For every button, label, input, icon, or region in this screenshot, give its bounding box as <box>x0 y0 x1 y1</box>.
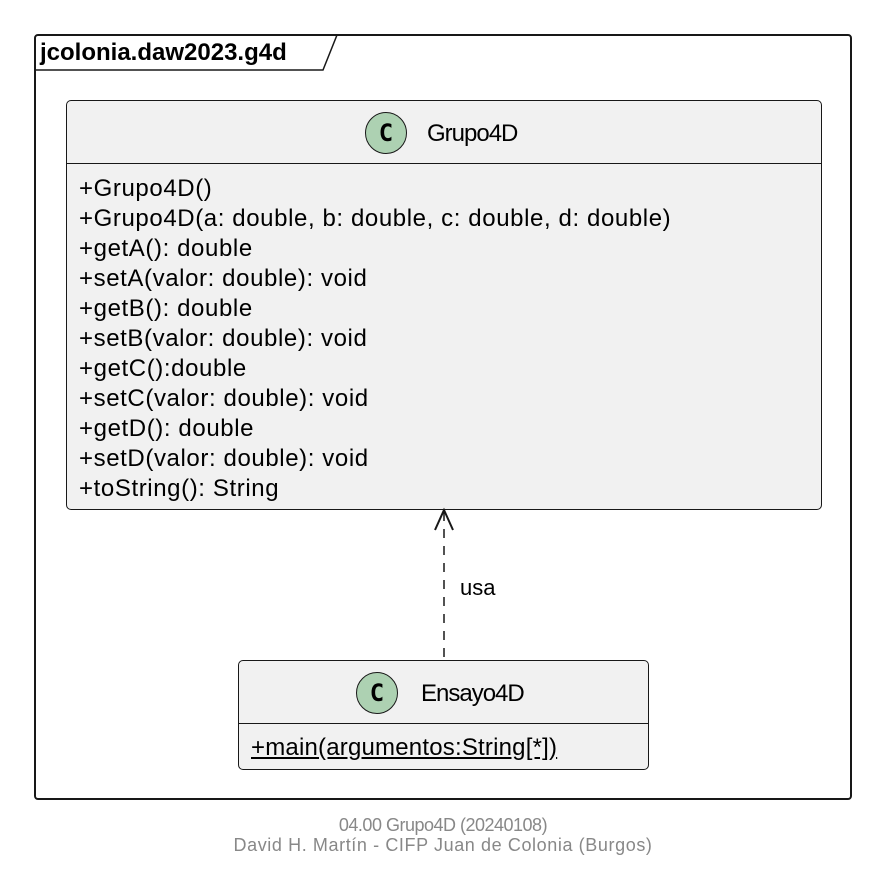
package-tab <box>35 34 338 71</box>
member-get-b: +getB(): double <box>79 295 253 322</box>
member-set-d: +setD(valor: double): void <box>79 445 369 472</box>
class-name: Ensayo4D <box>421 680 525 707</box>
member-list: +main(argumentos:String[*]) <box>251 733 557 763</box>
member-get-d: +getD(): double <box>79 415 255 442</box>
footer-title: 04.00 Grupo4D (20240108) <box>338 815 548 835</box>
class-name: Grupo4D <box>427 120 518 147</box>
member-get-a: +getA(): double <box>79 235 253 262</box>
member-to-string: +toString(): String <box>79 475 280 502</box>
member-constructor-full: +Grupo4D(a: double, b: double, c: double… <box>79 205 672 232</box>
class-header: C Ensayo4D <box>239 661 648 724</box>
member-set-b: +setB(valor: double): void <box>79 325 368 352</box>
package-frame <box>34 34 852 800</box>
member-get-c: +getC():double <box>79 355 247 382</box>
class-grupo4d[interactable]: C Grupo4D +Grupo4D() +Grupo4D(a: double,… <box>66 100 822 510</box>
footer-author: David H. Martín - CIFP Juan de Colonia (… <box>233 835 653 855</box>
package-name: jcolonia.daw2023.g4d <box>40 39 287 66</box>
member-set-a: +setA(valor: double): void <box>79 265 368 292</box>
class-icon: C <box>365 112 407 154</box>
member-main: +main(argumentos:String[*]) <box>251 734 558 761</box>
class-icon: C <box>356 672 398 714</box>
class-header: C Grupo4D <box>67 101 821 164</box>
class-ensayo4d[interactable]: C Ensayo4D +main(argumentos:String[*]) <box>238 660 649 770</box>
member-list: +Grupo4D() +Grupo4D(a: double, b: double… <box>79 174 671 504</box>
member-set-c: +setC(valor: double): void <box>79 385 369 412</box>
member-constructor-default: +Grupo4D() <box>79 175 213 202</box>
relation-label: usa <box>460 575 496 600</box>
